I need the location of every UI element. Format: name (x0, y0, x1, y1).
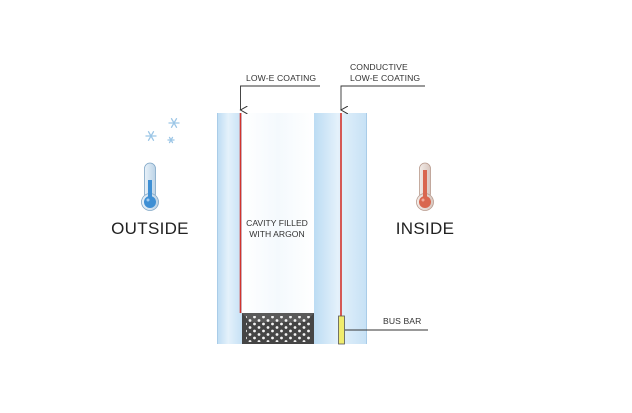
spacer-bar (242, 313, 314, 344)
snowflake-icon (145, 118, 180, 144)
thermometer-cold-icon (141, 162, 159, 211)
bus-bar-label: BUS BAR (383, 316, 421, 326)
low-e-coating-label: LOW-E COATING (246, 73, 316, 83)
outer-glass-pane (217, 113, 242, 344)
cavity-label-line2: WITH ARGON (249, 229, 304, 239)
low-e-coating-leader (241, 85, 320, 110)
outside-label: OUTSIDE (111, 219, 189, 238)
conductive-label-line1: CONDUCTIVE (350, 62, 408, 72)
bus-bar (338, 315, 345, 345)
conductive-label-line2: LOW-E COATING (350, 73, 420, 83)
conductive-coating-leader (341, 85, 425, 110)
thermometer-hot-icon (416, 162, 434, 211)
inside-label: INSIDE (396, 219, 454, 238)
cavity-label-line1: CAVITY FILLED (246, 218, 308, 228)
argon-cavity (242, 113, 314, 344)
